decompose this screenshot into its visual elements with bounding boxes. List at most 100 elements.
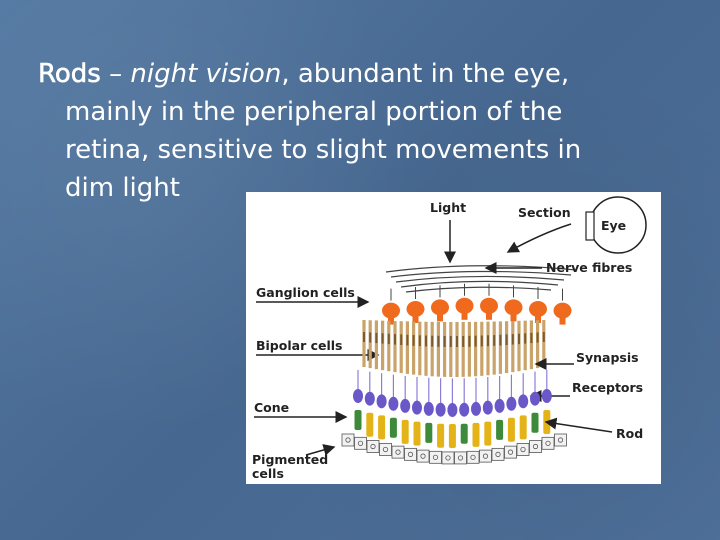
rod-cell	[507, 417, 515, 442]
cone-cell	[496, 419, 504, 440]
cone-cell	[354, 410, 362, 430]
pigmented-nucleus	[370, 443, 376, 450]
pigmented-cell	[541, 436, 555, 450]
ganglion-cell	[553, 302, 572, 319]
rod-cell	[401, 419, 409, 444]
rod-cell	[366, 412, 374, 437]
label-nerve-fibres: Nerve fibres	[546, 260, 632, 275]
rod-cell	[378, 415, 386, 440]
receptor-nucleus	[412, 400, 422, 415]
pigmented-nucleus	[420, 453, 426, 459]
label-cone: Cone	[254, 400, 289, 415]
rod-cell	[472, 422, 480, 447]
text-line-3: retina, sensitive to slight movements in	[65, 135, 582, 165]
label-pigmented: Pigmented	[252, 452, 328, 467]
pigmented-cell	[554, 433, 567, 447]
ganglion-cell	[406, 301, 425, 317]
pigmented-nucleus	[532, 443, 539, 450]
receptor-nucleus	[494, 398, 505, 413]
retina-diagram: Light Section Eye Nerve fibres Ganglion …	[246, 192, 661, 484]
text-line-2: mainly in the peripheral portion of the	[65, 97, 563, 127]
pigmented-nucleus	[407, 451, 414, 457]
nerve-fibres	[385, 265, 577, 293]
rod-cell	[448, 424, 456, 448]
receptor-nucleus	[506, 396, 517, 411]
receptor-cells	[353, 370, 552, 448]
label-receptors: Receptors	[572, 380, 643, 395]
ganglion-stem	[461, 311, 468, 320]
label-synapsis: Synapsis	[576, 350, 639, 365]
receptor-nucleus	[376, 394, 387, 409]
ganglion-cell	[529, 301, 547, 317]
pigmented-cell	[504, 445, 517, 459]
cone-cell	[389, 417, 397, 438]
pigmented-nucleus	[395, 449, 401, 455]
pigmented-cell	[466, 450, 480, 464]
pigmented-nucleus	[357, 440, 364, 446]
label-cells: cells	[252, 466, 284, 481]
receptor-nucleus	[482, 400, 493, 415]
bipolar-cells	[362, 320, 546, 377]
ganglion-stem	[437, 313, 443, 322]
receptor-nucleus	[388, 396, 399, 411]
pigmented-nucleus	[520, 446, 526, 453]
pigmented-cell	[366, 440, 380, 453]
pigmented-nucleus	[432, 454, 439, 460]
pigmented-nucleus	[470, 454, 476, 460]
pigmented-nucleus	[545, 440, 551, 446]
ganglion-cell	[480, 297, 498, 314]
ganglion-cells	[382, 283, 572, 325]
receptor-nucleus	[447, 403, 458, 417]
pigmented-nucleus	[445, 455, 451, 461]
rod-cell	[484, 421, 492, 446]
receptor-nucleus	[530, 391, 540, 406]
ganglion-stem	[388, 316, 394, 325]
ganglion-stem	[559, 316, 566, 325]
pigmented-arrow	[305, 444, 336, 456]
pigmented-cell	[454, 451, 467, 465]
text-line-1: Rods – night vision, abundant in the eye…	[38, 55, 668, 93]
term-rods: Rods	[38, 59, 101, 90]
ganglion-cell	[382, 302, 400, 319]
cone-cell	[531, 412, 539, 433]
pigmented-cell	[341, 433, 355, 447]
receptor-nucleus	[518, 394, 529, 409]
rod-cell	[437, 423, 445, 448]
receptor-nucleus	[353, 389, 363, 403]
pigmented-nucleus	[345, 437, 351, 443]
pigmented-nucleus	[382, 446, 389, 453]
rod-arrow	[544, 417, 613, 433]
pigmented-cell	[441, 451, 455, 465]
receptor-nucleus	[364, 391, 375, 406]
pigmented-nucleus	[495, 451, 501, 457]
pigmented-cell	[379, 443, 392, 456]
section-arrow	[506, 223, 572, 253]
pigmented-cell	[354, 436, 367, 450]
pigmented-nucleus	[507, 449, 514, 455]
eye-section-box	[585, 211, 595, 241]
pigmented-cell	[491, 447, 505, 461]
text-line-1-rest: , abundant in the eye,	[281, 59, 570, 89]
pigmented-cell	[416, 449, 430, 463]
term-night-vision: night vision	[130, 59, 282, 89]
label-rod: Rod	[616, 426, 643, 441]
slide-body-text: Rods – night vision, abundant in the eye…	[38, 55, 668, 207]
pigmented-cell	[529, 440, 542, 453]
pigmented-cell	[479, 449, 492, 463]
text-line-4: dim light	[65, 173, 180, 203]
ganglion-cell	[431, 299, 449, 316]
receptor-nucleus	[435, 402, 446, 417]
cone-cell	[425, 422, 433, 443]
receptor-nucleus	[459, 402, 470, 417]
pigmented-cell	[429, 450, 442, 464]
ganglion-stem	[510, 313, 517, 322]
rod-cell	[519, 415, 527, 440]
cone-cell	[460, 423, 468, 444]
pigmented-cell	[404, 447, 417, 461]
pigmented-cell	[391, 445, 405, 459]
ganglion-stem	[535, 315, 541, 323]
receptor-nucleus	[423, 401, 434, 416]
dash: –	[100, 59, 131, 89]
label-ganglion-cells: Ganglion cells	[256, 285, 355, 300]
pigmented-cell	[516, 443, 530, 456]
